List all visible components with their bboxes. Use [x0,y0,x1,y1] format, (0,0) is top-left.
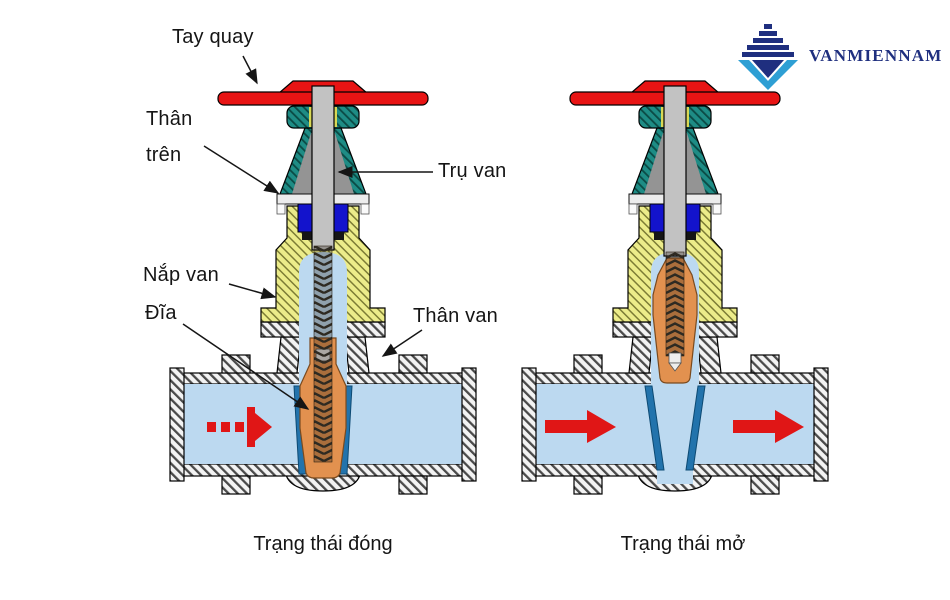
leader-than-van [381,329,423,357]
label-upper-body: Thân trên [146,101,192,173]
label-handwheel: Tay quay [172,26,254,48]
flow-blocked-arrow [207,407,272,447]
label-stem: Trụ van [438,160,507,182]
leader-dia [182,323,310,410]
flow-open-arrows [545,410,804,443]
label-bonnet: Nắp van [143,264,219,286]
valve-open [521,80,829,495]
open-passage-pocket [657,464,693,484]
caption-open-state: Trạng thái mở [620,533,746,555]
label-body: Thân van [413,305,498,327]
label-upper-body-line2: trên [146,144,182,166]
label-disc: Đĩa [145,302,177,324]
valve-stem-closed [311,85,335,463]
vanmiennam-diamond-icon [738,24,798,90]
logo-text: VANMIENNAM [809,46,943,65]
label-upper-body-line1: Thân [146,108,193,130]
valve-stem-open [663,85,687,372]
leader-than-tren [203,145,280,194]
leader-nap-van [228,283,277,300]
leader-tay-quay [242,55,258,85]
valve-seat-open [644,385,706,471]
label-leader-arrows [182,55,433,410]
valve-closed [169,80,477,495]
caption-closed-state: Trạng thái đóng [253,533,393,555]
vanmiennam-logo: VANMIENNAM [736,22,943,92]
